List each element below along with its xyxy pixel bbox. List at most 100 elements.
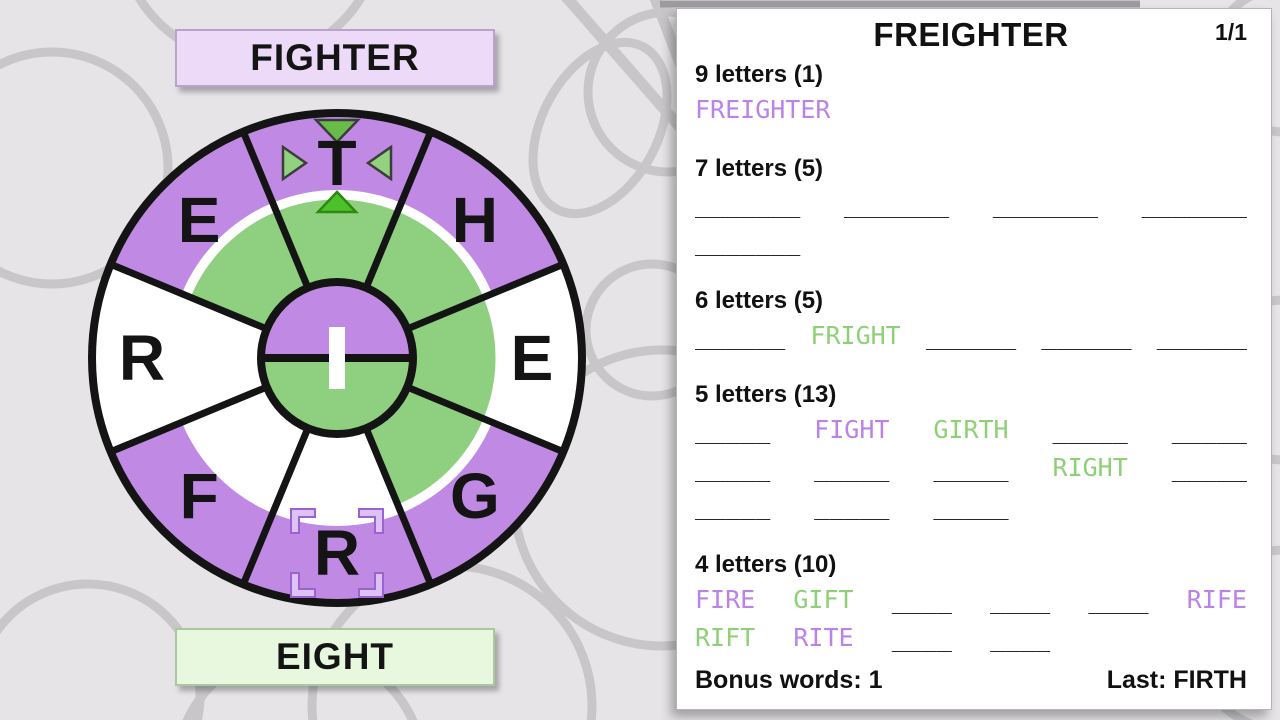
bonus-words-count: Bonus words: 1 [695, 666, 883, 694]
word-slot-blank: ____ [1088, 585, 1149, 614]
wheel-letter-glyph: F [180, 460, 219, 532]
word-slot-blank: _____ [695, 415, 771, 444]
word-slot-blank: ______ [1041, 321, 1132, 350]
section-header: 5 letters (13) [695, 381, 837, 408]
word-list-panel: FREIGHTER 1/1 9 letters (1) FREIGHTER 7 le… [676, 8, 1272, 710]
wheel-letter-glyph: R [119, 322, 165, 394]
hub-top-half [261, 282, 413, 358]
word-grid: FREIGHTER [695, 91, 1247, 129]
wheel-divider [361, 130, 434, 293]
wheel-inner-sector [275, 196, 399, 358]
word-slot-blank: _______ [992, 189, 1099, 218]
section-header: 9 letters (1) [695, 61, 824, 88]
wheel-outer-sector [110, 422, 273, 585]
word-grid: ______FRIGHT__________________ [695, 317, 1247, 355]
word-slot-blank: _____ [814, 453, 890, 482]
page-indicator: 1/1 [1215, 19, 1247, 45]
word-found: FIGHT [814, 415, 890, 444]
wheel-letter-glyph: H [452, 184, 498, 256]
wheel-letter-glyph: T [317, 127, 356, 199]
bottom-word-box: EIGHT [175, 628, 495, 686]
wheel-letter-glyph: R [314, 517, 360, 589]
word-slot-blank: ______ [925, 321, 1017, 350]
word-section: 7 letters (5) _______ _______ _______ ______… [695, 155, 1247, 261]
word-slot-blank: ____ [990, 623, 1051, 652]
panel-header: FREIGHTER 1/1 [695, 17, 1247, 53]
shuffle-arrow-icon [281, 144, 309, 182]
shuffle-arrow-icon [365, 144, 393, 182]
word-slot-blank: _______ [695, 189, 801, 218]
selection-bracket-icon [358, 508, 384, 534]
word-slot-blank: _______ [695, 227, 801, 256]
top-word-label: FIGHTER [250, 37, 420, 78]
section-header: 6 letters (5) [695, 287, 824, 314]
word-slot-blank: _____ [933, 491, 1009, 520]
wheel-letter-glyph: E [178, 184, 221, 256]
word-found: FREIGHTER [695, 95, 831, 124]
word-found: RIFT [695, 623, 756, 652]
wheel-letter-R[interactable]: R [119, 322, 165, 394]
word-grid: ___________________________________ [695, 185, 1247, 261]
top-word-box: FIGHTER [175, 29, 495, 87]
word-slot-blank: ____ [891, 623, 952, 652]
wheel-center-letter[interactable] [257, 278, 417, 438]
word-found: GIRTH [933, 415, 1009, 444]
wheel-inner-sector [337, 296, 499, 420]
word-slot-blank: _______ [843, 189, 950, 218]
wheel-letter-E[interactable]: E [511, 322, 554, 394]
word-found: FIRE [695, 585, 756, 614]
selection-bracket-icon [358, 572, 384, 598]
section-header: 7 letters (5) [695, 155, 824, 182]
wheel-letter-R[interactable]: R [290, 508, 384, 598]
word-section: 6 letters (5)______FRIGHT_______________… [695, 287, 1247, 355]
selection-bracket-icon [290, 572, 316, 598]
last-word-found: Last: FIRTH [1106, 666, 1247, 694]
panel-footer: Bonus words: 1 Last: FIRTH [695, 665, 1247, 695]
wheel-divider [402, 382, 565, 455]
word-slot-blank: _____ [1171, 415, 1247, 444]
word-slot-blank: ______ [1156, 321, 1247, 350]
wheel-divider [109, 382, 272, 455]
word-found: GIFT [793, 585, 854, 614]
word-slot-blank: _____ [1171, 453, 1247, 482]
word-slot-blank: _____ [695, 453, 771, 482]
word-grid: _____ FIGHT GIRTH _____ _____ _____ _____ _____… [695, 411, 1247, 525]
word-section: 9 letters (1) FREIGHTER [695, 61, 1247, 129]
wheel-letter-F[interactable]: F [180, 460, 219, 532]
wheel-divider [240, 423, 313, 586]
wheel-letter-glyph: G [450, 460, 500, 532]
section-header: 4 letters (10) [695, 551, 837, 578]
hub-rim [257, 278, 417, 438]
word-found: FRIGHT [810, 321, 901, 350]
wheel-outer-sector [401, 422, 564, 585]
wheel-letter-G[interactable]: G [450, 460, 500, 532]
word-slot-blank: _____ [695, 491, 771, 520]
wheel-outer-sector [243, 113, 431, 203]
wheel-letter-T[interactable]: T [281, 118, 393, 214]
word-slot-blank: _____ [1052, 415, 1128, 444]
selection-bracket-icon [290, 508, 316, 534]
wheel-letter-glyph: E [511, 322, 554, 394]
word-found: RIGHT [1052, 453, 1128, 482]
wheel-outer-sector [401, 131, 564, 294]
wheel-divider [402, 261, 565, 334]
wheel-rim [88, 109, 586, 607]
hub-bottom-half [261, 358, 413, 434]
word-slot-blank: _____ [933, 453, 1009, 482]
wheel-letter-E[interactable]: E [178, 184, 221, 256]
wheel-divider [240, 130, 313, 293]
wheel-outer-sector [110, 131, 273, 294]
shuffle-arrow-icon [315, 190, 359, 214]
bottom-word-label: EIGHT [275, 636, 395, 677]
wheel-divider [109, 261, 272, 334]
puzzle-title: FREIGHTER [873, 16, 1069, 53]
wheel-letter-H[interactable]: H [452, 184, 498, 256]
hub-letter-glyph [329, 327, 345, 389]
word-slot-blank: ____ [891, 585, 952, 614]
wheel-outer-sector [91, 264, 182, 452]
